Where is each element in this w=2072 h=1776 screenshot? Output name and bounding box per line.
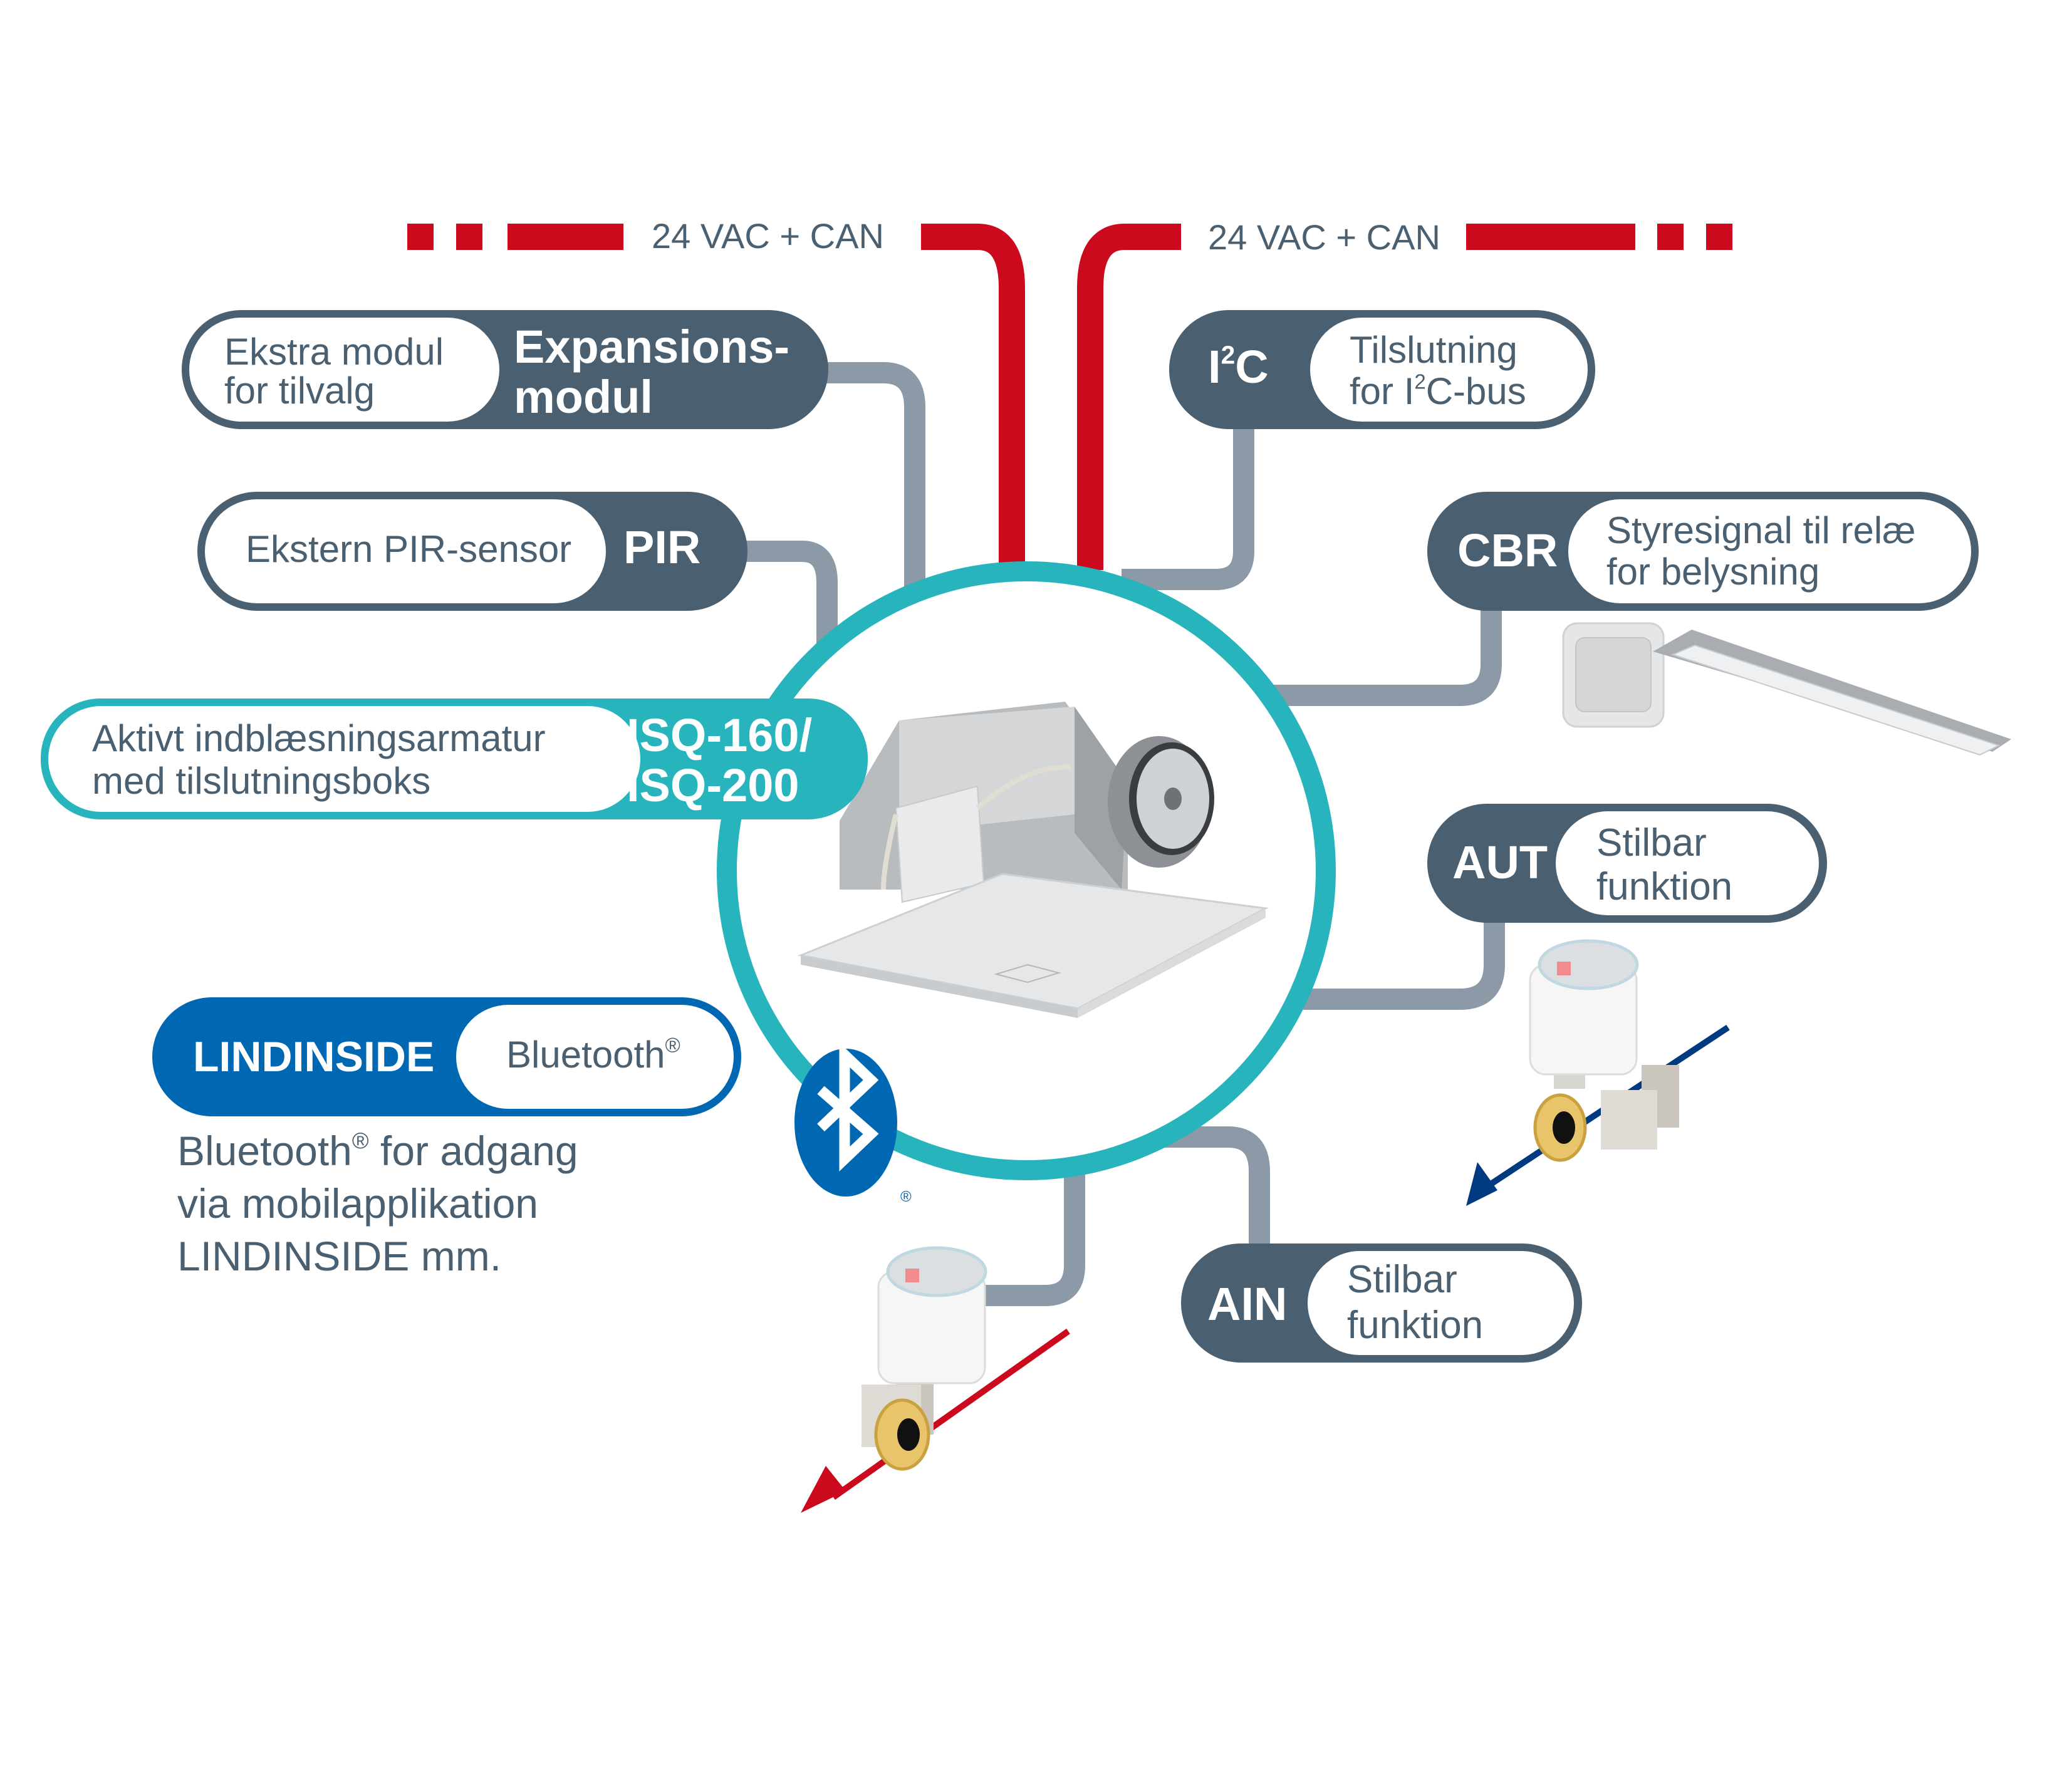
- lindinside-code: LINDINSIDE: [193, 1033, 435, 1081]
- cbr-desc-line2: for belysning: [1606, 551, 1820, 593]
- ain-code: AIN: [1207, 1278, 1288, 1330]
- ain-desc-line2: funktion: [1347, 1304, 1484, 1347]
- valve-actuator-heating-icon: [801, 1246, 1070, 1513]
- node-aut[interactable]: AUT Stilbar funktion: [1427, 804, 1827, 923]
- bluetooth-note: Bluetooth® for adgang via mobilapplikati…: [177, 1124, 578, 1282]
- bluetooth-note-line1-pre: Bluetooth: [177, 1128, 352, 1174]
- expansion-desc-line1: Ekstra modul: [224, 331, 444, 373]
- pir-desc: Ekstern PIR-sensor: [246, 528, 572, 570]
- lindinside-desc: Bluetooth®: [506, 1033, 680, 1076]
- power-dash: [1706, 224, 1732, 250]
- i2c-desc-line2-post: C-bus: [1425, 370, 1526, 412]
- bluetooth-note-line2: via mobilapplikation: [177, 1180, 538, 1227]
- connector-lines: [746, 362, 1505, 1306]
- connector-ain: [1125, 1126, 1270, 1247]
- power-cables: [921, 224, 1181, 570]
- isq-desc-line2: med tilslutningsboks: [92, 760, 431, 802]
- ain-desc-line1: Stilbar: [1347, 1258, 1457, 1301]
- power-cable-left: [921, 224, 1025, 564]
- power-dash: [508, 224, 623, 250]
- expansion-code-line1: Expansions-: [514, 321, 789, 373]
- bluetooth-note-line1: Bluetooth® for adgang: [177, 1124, 578, 1177]
- power-dash: [1466, 224, 1635, 250]
- node-isq-diffuser[interactable]: Aktivt indblæsningsarmatur med tilslutni…: [41, 698, 868, 819]
- i2c-desc-line2: for I2C-bus: [1350, 371, 1526, 411]
- i2c-desc-line1: Tilslutning: [1350, 329, 1518, 371]
- light-fixture-icon: [1653, 630, 2011, 756]
- node-cbr[interactable]: CBR Styresignal til relæ for belysning: [1427, 492, 1979, 611]
- i2c-desc-line2-sup: 2: [1414, 370, 1426, 393]
- wall-switch-icon: [1562, 622, 1665, 728]
- i2c-code-tail: C: [1235, 341, 1269, 393]
- i2c-code-main: I: [1208, 341, 1221, 393]
- connector-cbr: [1272, 601, 1502, 706]
- registered-mark: ®: [900, 1188, 912, 1205]
- isq-code-line2: ISQ-200: [627, 759, 799, 811]
- node-ain[interactable]: AIN Stilbar funktion: [1181, 1244, 1582, 1363]
- i2c-code-sup: 2: [1221, 340, 1236, 370]
- connector-expansion: [821, 362, 925, 589]
- connector-i2c: [1122, 426, 1254, 590]
- lindinside-desc-text: Bluetooth: [506, 1034, 665, 1076]
- power-dash: [456, 224, 482, 250]
- expansion-desc-line2: for tilvalg: [224, 370, 375, 412]
- connector-valve-bottom: [984, 1146, 1085, 1306]
- bluetooth-note-line1-sup: ®: [351, 1127, 369, 1153]
- power-dash: [407, 224, 434, 250]
- bluetooth-note-line3: LINDINSIDE mm.: [177, 1233, 502, 1279]
- cbr-desc-line1: Styresignal til relæ: [1606, 509, 1916, 551]
- node-i2c[interactable]: I2C Tilslutning for I2C-bus: [1169, 310, 1595, 429]
- power-lines: [407, 224, 1732, 250]
- node-expansion-module[interactable]: Ekstra modul for tilvalg Expansions- mod…: [182, 310, 828, 429]
- isq-code-line1: ISQ-160/: [627, 709, 813, 761]
- node-pir[interactable]: Ekstern PIR-sensor PIR: [197, 492, 747, 611]
- connector-aut: [1303, 921, 1505, 1010]
- aut-desc-line2: funktion: [1596, 865, 1733, 908]
- aut-code: AUT: [1452, 836, 1548, 888]
- bluetooth-note-line1-post: for adgang: [368, 1128, 578, 1174]
- power-cable-right: [1077, 224, 1181, 570]
- i2c-desc-line2-pre: for I: [1350, 370, 1415, 412]
- isq-desc-line1: Aktivt indblæsningsarmatur: [92, 717, 546, 759]
- bluetooth-icon: ®: [794, 1042, 912, 1205]
- expansion-code-line2: modul: [514, 371, 653, 423]
- power-label-right: 24 VAC + CAN: [1208, 217, 1440, 257]
- power-dash: [1657, 224, 1684, 250]
- i2c-code: I2C: [1208, 340, 1269, 393]
- node-lindinside-bluetooth[interactable]: LINDINSIDE Bluetooth®: [152, 997, 741, 1116]
- power-label-left: 24 VAC + CAN: [652, 216, 884, 256]
- diffuser-device-icon[interactable]: [797, 702, 1269, 1018]
- cbr-code: CBR: [1457, 524, 1558, 576]
- connector-pir: [746, 541, 838, 658]
- aut-desc-line1: Stilbar: [1596, 821, 1707, 865]
- lindinside-desc-sup: ®: [665, 1033, 680, 1057]
- pir-code: PIR: [623, 521, 701, 573]
- valve-actuator-cooling-icon: [1466, 939, 1730, 1206]
